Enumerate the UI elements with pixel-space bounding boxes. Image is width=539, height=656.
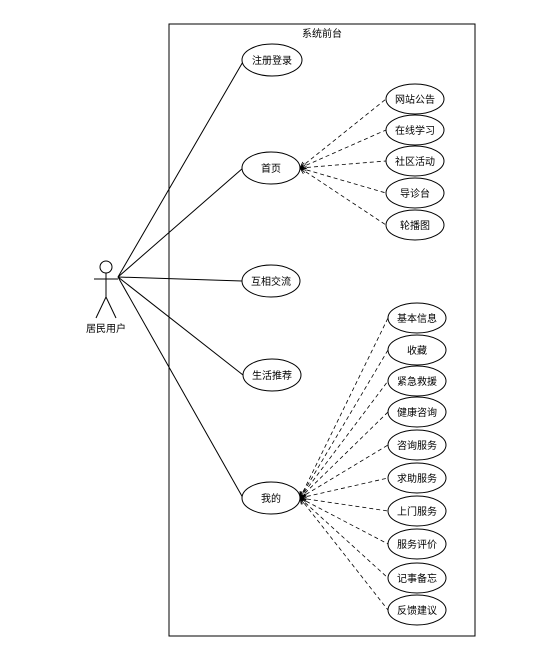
use-case-home-label: 首页	[261, 162, 281, 175]
use-case-login-label: 注册登录	[252, 54, 292, 67]
use-case-include-label: 记事备忘	[397, 572, 437, 585]
use-case-include-label: 紧急救援	[397, 375, 437, 388]
use-case-include: 健康咨询	[387, 396, 447, 428]
use-case-life-label: 生活推荐	[252, 369, 292, 382]
use-case-include: 轮播图	[385, 209, 445, 241]
assoc-home	[117, 167, 244, 278]
assoc-life	[117, 276, 244, 376]
use-case-exchange-label: 互相交流	[251, 275, 291, 288]
include-line	[299, 497, 389, 545]
include-nodes: 网站公告在线学习社区活动导诊台轮播图基本信息收藏紧急救援健康咨询咨询服务求助服务…	[385, 83, 447, 626]
use-case-include: 基本信息	[387, 302, 447, 334]
include-line	[299, 98, 387, 169]
use-case-include-label: 咨询服务	[397, 439, 437, 452]
actor-label: 居民用户	[86, 322, 126, 335]
use-case-include: 咨询服务	[387, 429, 447, 461]
include-line	[299, 380, 389, 499]
assoc-mine	[117, 276, 244, 499]
assoc-login	[117, 59, 245, 278]
use-case-include-label: 求助服务	[397, 472, 437, 485]
use-case-include-label: 健康咨询	[397, 406, 437, 419]
include-line	[299, 497, 389, 512]
use-case-include-label: 基本信息	[397, 312, 437, 325]
use-case-include: 网站公告	[385, 83, 445, 115]
use-case-exchange: 互相交流	[241, 264, 301, 298]
include-line	[299, 477, 389, 499]
use-case-include: 导诊台	[385, 177, 445, 209]
use-case-include-label: 社区活动	[395, 155, 435, 168]
include-line	[299, 411, 389, 499]
use-case-mine-label: 我的	[261, 492, 281, 505]
include-line	[299, 497, 389, 611]
use-case-include-label: 导诊台	[400, 187, 430, 200]
associations	[117, 59, 245, 499]
use-case-include-label: 反馈建议	[397, 604, 437, 617]
use-case-include: 上门服务	[387, 495, 447, 527]
include-line	[299, 349, 389, 499]
include-line	[299, 444, 389, 499]
use-case-include: 记事备忘	[387, 562, 447, 594]
use-case-include-label: 网站公告	[395, 93, 435, 106]
use-case-include-label: 服务评价	[397, 538, 437, 551]
include-line	[299, 167, 387, 226]
include-line	[299, 129, 387, 169]
use-case-include: 求助服务	[387, 462, 447, 494]
assoc-exchange	[117, 276, 243, 282]
include-line	[299, 317, 389, 499]
use-case-life: 生活推荐	[242, 358, 302, 392]
use-case-include-label: 轮播图	[400, 219, 430, 232]
use-case-include-label: 收藏	[407, 344, 427, 357]
include-line	[299, 160, 387, 169]
use-case-include-label: 在线学习	[395, 124, 435, 137]
include-line	[299, 167, 387, 194]
use-case-mine: 我的	[241, 481, 301, 515]
actor-figure	[94, 260, 118, 319]
system-boundary	[168, 23, 476, 637]
use-case-home: 首页	[241, 151, 301, 185]
use-case-include: 紧急救援	[387, 365, 447, 397]
system-title: 系统前台	[302, 27, 342, 40]
use-case-include: 收藏	[387, 334, 447, 366]
use-case-include-label: 上门服务	[397, 505, 437, 518]
use-case-include: 反馈建议	[387, 594, 447, 626]
use-case-login: 注册登录	[241, 43, 303, 77]
use-case-include: 在线学习	[385, 114, 445, 146]
include-lines	[299, 98, 389, 611]
include-line	[299, 497, 389, 579]
use-case-include: 社区活动	[385, 145, 445, 177]
use-case-include: 服务评价	[387, 528, 447, 560]
